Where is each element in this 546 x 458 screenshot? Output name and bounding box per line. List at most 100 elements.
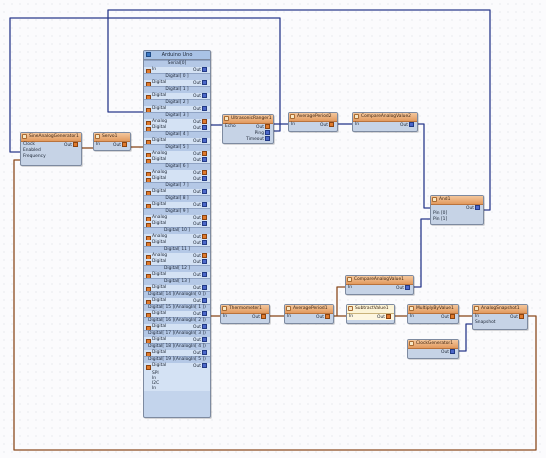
- output-pin-icon[interactable]: [202, 157, 207, 162]
- output-pin-icon[interactable]: [450, 349, 455, 354]
- output-pin-icon[interactable]: [202, 350, 207, 355]
- in-port[interactable]: In: [348, 285, 353, 290]
- wire-snapshot-loop-to-sine[interactable]: [13, 159, 537, 451]
- node-header[interactable]: And1: [431, 196, 483, 205]
- enabled-port[interactable]: Enabled: [23, 148, 41, 153]
- in-port[interactable]: In: [410, 314, 415, 319]
- output-pin-icon[interactable]: [409, 122, 414, 127]
- snapshot-port[interactable]: Snapshot: [475, 320, 496, 325]
- wire-and-loop-to-arduino[interactable]: [107, 9, 491, 211]
- in-port[interactable]: In: [355, 122, 360, 127]
- footer-port[interactable]: In: [144, 376, 210, 381]
- footer-port[interactable]: I2C: [144, 381, 210, 386]
- in-port[interactable]: In: [96, 142, 101, 147]
- output-pin-icon[interactable]: [202, 80, 207, 85]
- node-header[interactable]: UltrasonicRanger1: [223, 115, 273, 124]
- output-pin-icon[interactable]: [202, 253, 207, 258]
- wire-ping-loop[interactable]: [9, 17, 281, 153]
- output-pin-icon[interactable]: [475, 205, 480, 210]
- in-port[interactable]: In: [475, 314, 480, 319]
- output-pin-icon[interactable]: [202, 138, 207, 143]
- clock-port[interactable]: Clock: [23, 142, 35, 147]
- node-header[interactable]: CompareAnalogValue1: [346, 276, 413, 285]
- node-header[interactable]: Servo1: [94, 133, 130, 142]
- node-header[interactable]: SineAnalogGenerator1: [21, 133, 81, 142]
- input-pin-icon[interactable]: [146, 364, 151, 370]
- in-port[interactable]: In: [291, 122, 296, 127]
- node-header[interactable]: CompareAnalogValue2: [353, 113, 417, 122]
- output-pin-icon[interactable]: [265, 136, 270, 141]
- output-pin-icon[interactable]: [261, 314, 266, 319]
- in-port[interactable]: In: [287, 314, 292, 319]
- output-pin-icon[interactable]: [202, 234, 207, 239]
- pin-1-port[interactable]: Pin [1]: [433, 217, 448, 222]
- node-header[interactable]: ClockGenerator1: [408, 340, 458, 349]
- echo-port[interactable]: Echo: [225, 124, 236, 129]
- output-pin-icon[interactable]: [265, 130, 270, 135]
- output-pin-icon[interactable]: [122, 142, 127, 147]
- pin-0-port[interactable]: Pin [0]: [433, 211, 448, 216]
- output-pin-icon[interactable]: [73, 142, 78, 147]
- output-pin-icon[interactable]: [202, 170, 207, 175]
- node-header[interactable]: Thermometer1: [221, 305, 269, 314]
- output-pin-icon[interactable]: [329, 122, 334, 127]
- output-pin-icon[interactable]: [386, 314, 391, 319]
- output-pin-icon[interactable]: [202, 215, 207, 220]
- output-pin-icon[interactable]: [405, 285, 410, 290]
- output-pin-icon[interactable]: [265, 124, 270, 129]
- output-pin-icon[interactable]: [202, 67, 207, 72]
- in-port[interactable]: In: [223, 314, 228, 319]
- footer-port[interactable]: SPI: [144, 371, 210, 376]
- output-pin-icon[interactable]: [202, 259, 207, 264]
- output-pin-icon[interactable]: [202, 125, 207, 130]
- output-pin-icon[interactable]: [202, 311, 207, 316]
- output-pin-icon[interactable]: [202, 106, 207, 111]
- output-pin-icon[interactable]: [202, 119, 207, 124]
- output-pin-icon[interactable]: [519, 314, 524, 319]
- output-pin-icon[interactable]: [202, 240, 207, 245]
- output-pin-icon[interactable]: [202, 298, 207, 303]
- in-port[interactable]: In: [349, 314, 354, 319]
- output-pin-icon[interactable]: [202, 221, 207, 226]
- output-pin-icon[interactable]: [202, 337, 207, 342]
- output-pin-icon[interactable]: [202, 363, 207, 368]
- output-pin-icon[interactable]: [450, 314, 455, 319]
- node-header[interactable]: AnalogSnapshot1: [473, 305, 527, 314]
- output-pin-icon[interactable]: [202, 202, 207, 207]
- output-pin-icon[interactable]: [325, 314, 330, 319]
- frequency-port[interactable]: Frequency: [23, 154, 46, 159]
- node-header[interactable]: AveragePeriod1: [285, 305, 333, 314]
- node-header[interactable]: Arduino Uno: [144, 51, 210, 60]
- output-pin-icon[interactable]: [202, 151, 207, 156]
- clock-generator-node[interactable]: ClockGenerator1 Out: [407, 339, 459, 359]
- and-gate-node[interactable]: And1 Out Pin [0] Pin [1]: [430, 195, 484, 225]
- wire-average1-to-compare1[interactable]: [336, 286, 345, 316]
- wire-compare2-to-and[interactable]: [418, 123, 430, 209]
- node-header[interactable]: SubtractValue1: [347, 305, 394, 314]
- output-pin-icon[interactable]: [202, 93, 207, 98]
- output-pin-icon[interactable]: [202, 324, 207, 329]
- output-pin-icon[interactable]: [202, 176, 207, 181]
